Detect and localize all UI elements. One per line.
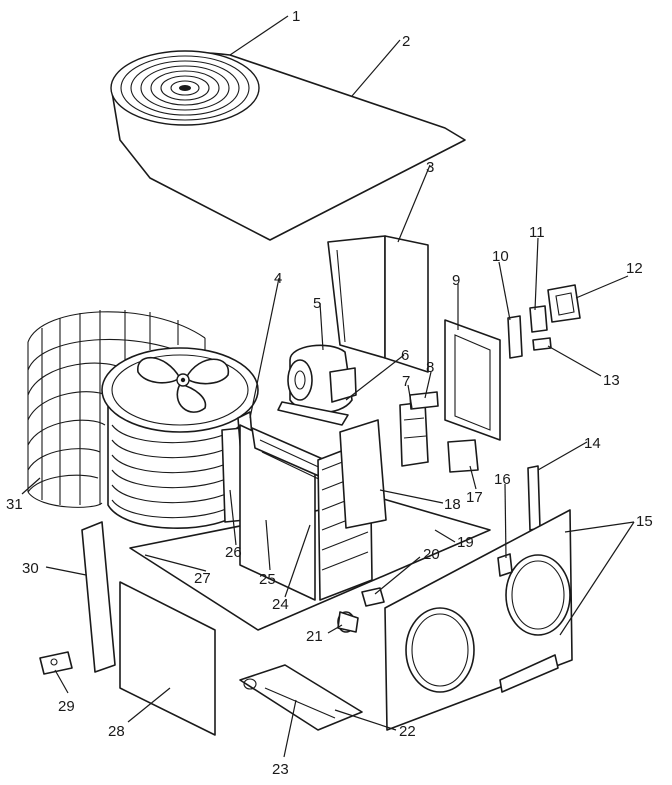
callout-30: 30 <box>22 560 39 577</box>
callout-17: 17 <box>466 489 483 506</box>
side-strip <box>527 465 541 531</box>
service-valve <box>361 587 385 607</box>
run-capacitor <box>337 611 359 633</box>
callout-18: 18 <box>444 496 461 513</box>
callout-13: 13 <box>603 372 620 389</box>
callout-7: 7 <box>402 373 410 390</box>
callout-21: 21 <box>306 628 323 645</box>
compressor-cabinet <box>339 419 387 529</box>
callout-10: 10 <box>492 248 509 265</box>
relay <box>409 391 439 410</box>
left-side-strip <box>81 521 116 673</box>
callout-29: 29 <box>58 698 75 715</box>
callout-14: 14 <box>584 435 601 452</box>
leader-lines <box>21 15 635 758</box>
callout-11: 11 <box>529 224 545 241</box>
bottom-strip <box>499 654 559 693</box>
control-bracket <box>507 315 523 359</box>
capacitor-clip <box>529 305 548 333</box>
callout-31: 31 <box>6 496 23 513</box>
callout-12: 12 <box>626 260 643 277</box>
plug-box <box>547 284 581 323</box>
callout-6: 6 <box>401 347 409 364</box>
callout-2: 2 <box>402 33 410 50</box>
callout-22: 22 <box>399 723 416 740</box>
callout-8: 8 <box>426 359 434 376</box>
callout-1: 1 <box>292 8 300 25</box>
callout-9: 9 <box>452 272 460 289</box>
small-plate <box>532 337 552 351</box>
fan-grille <box>110 50 260 126</box>
callout-23: 23 <box>272 761 289 778</box>
drain-trough <box>239 664 363 731</box>
callout-16: 16 <box>494 471 511 488</box>
mounting-bracket <box>39 651 73 675</box>
callout-27: 27 <box>194 570 211 587</box>
callout-3: 3 <box>426 159 434 176</box>
callout-15: 15 <box>636 513 653 530</box>
front-clip <box>497 553 513 577</box>
callout-24: 24 <box>272 596 289 613</box>
contactor <box>399 401 429 467</box>
motor-mount <box>277 401 349 426</box>
fan-blade-shroud <box>101 347 259 433</box>
callout-4: 4 <box>274 270 282 287</box>
defrost-board <box>447 439 479 473</box>
callout-20: 20 <box>423 546 440 563</box>
control-cover <box>444 319 501 441</box>
access-panel <box>119 581 216 736</box>
callout-26: 26 <box>225 544 242 561</box>
callout-28: 28 <box>108 723 125 740</box>
callout-labels: 1 2 3 4 5 6 7 8 9 10 11 12 13 14 15 16 1… <box>6 8 653 778</box>
corner-post <box>327 235 429 373</box>
fan-motor <box>287 344 357 414</box>
callout-19: 19 <box>457 534 474 551</box>
callout-25: 25 <box>259 571 276 588</box>
callout-5: 5 <box>313 295 321 312</box>
